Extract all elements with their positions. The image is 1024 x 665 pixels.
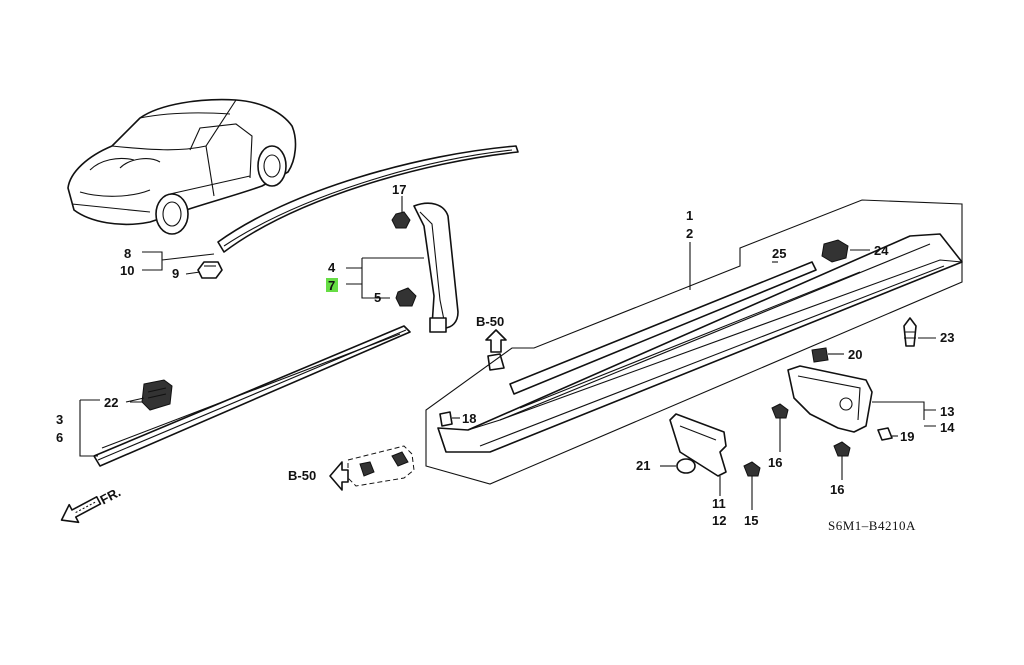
roof-molding	[217, 145, 519, 253]
callout-19: 19	[900, 429, 914, 444]
callout-20: 20	[848, 347, 862, 362]
callout-3: 3	[56, 412, 63, 427]
screw-15	[743, 461, 761, 477]
callout-18: 18	[462, 411, 476, 426]
sill-bracket	[787, 365, 873, 433]
front-direction-arrow: FR.	[60, 484, 124, 524]
callout-11: 11	[712, 496, 726, 511]
clip-20	[811, 347, 829, 363]
callout-17: 17	[392, 182, 406, 197]
clip-17	[391, 211, 411, 229]
clip-22	[141, 379, 173, 411]
callout-6: 6	[56, 430, 63, 445]
fastener-group	[347, 445, 415, 487]
leader-lines	[79, 196, 936, 510]
callout-5: 5	[374, 290, 381, 305]
callout-2: 2	[686, 226, 693, 241]
cap-21	[676, 458, 696, 474]
callout-24: 24	[874, 243, 889, 258]
reference-lower: B-50	[288, 461, 349, 491]
callout-7: 7	[328, 278, 335, 293]
callout-21: 21	[636, 458, 650, 473]
callout-16-upper: 16	[768, 455, 782, 470]
ref-upper-label: B-50	[476, 314, 504, 329]
callout-16-lower: 16	[830, 482, 844, 497]
clip-19	[877, 427, 893, 441]
callout-22: 22	[104, 395, 118, 410]
side-sill-garnish	[437, 233, 963, 453]
clip-18	[439, 411, 453, 427]
callout-13: 13	[940, 404, 954, 419]
car-illustration	[67, 98, 297, 235]
sill-trim-strip	[509, 261, 817, 395]
clip-24	[821, 239, 849, 263]
callout-14: 14	[940, 420, 955, 435]
roof-molding-clip	[197, 261, 223, 279]
pillar-garnish	[413, 202, 459, 333]
callout-1: 1	[686, 208, 693, 223]
callout-15: 15	[744, 513, 758, 528]
callout-25: 25	[772, 246, 786, 261]
bolt-16-upper	[771, 403, 789, 434]
mud-guard-plate	[669, 413, 727, 477]
callout-7-highlight	[326, 278, 338, 292]
callout-8: 8	[124, 246, 131, 261]
callout-9: 9	[172, 266, 179, 281]
callout-12: 12	[712, 513, 726, 528]
fastener-23	[903, 317, 917, 347]
front-direction-label: FR.	[98, 484, 124, 507]
callout-labels: 1 2 3 4 5 6 7 8 9 10 11 12 13 14 15 16 1…	[56, 182, 955, 528]
ref-lower-label: B-50	[288, 468, 316, 483]
door-molding	[93, 325, 411, 467]
diagram-code: S6M1–B4210A	[828, 518, 916, 533]
sill-outline	[425, 199, 963, 485]
clip-5	[395, 287, 417, 307]
callout-10: 10	[120, 263, 134, 278]
reference-upper: B-50	[476, 314, 507, 353]
bolt-16-lower	[833, 441, 851, 470]
clip-b50-upper	[487, 353, 505, 371]
callout-23: 23	[940, 330, 954, 345]
callout-4: 4	[328, 260, 336, 275]
